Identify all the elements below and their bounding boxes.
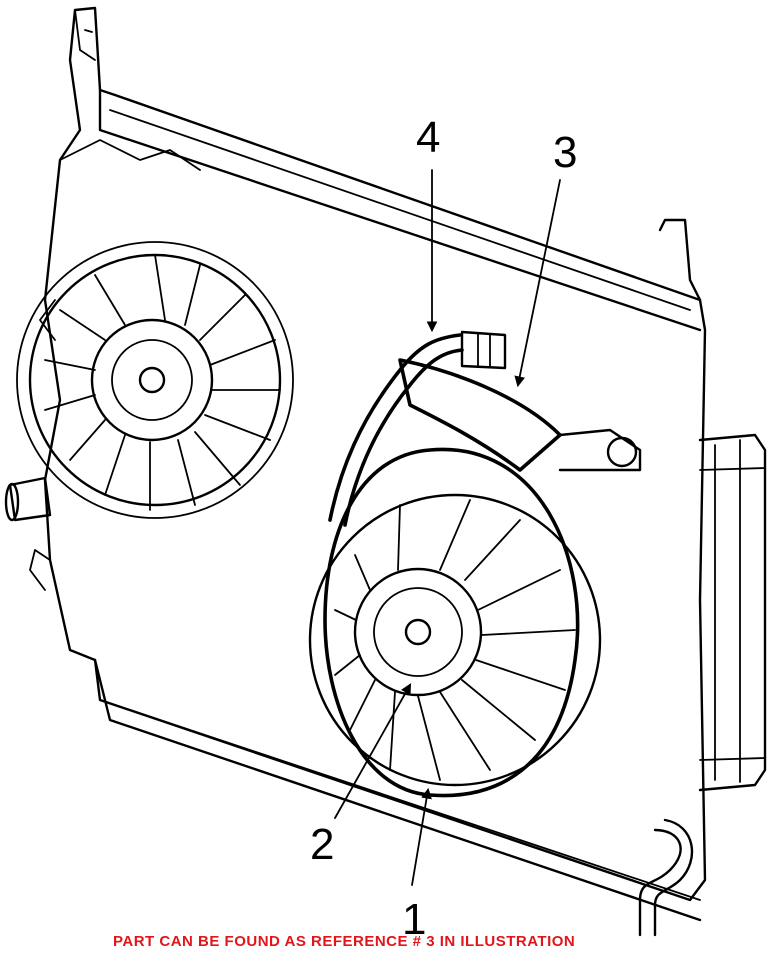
right-fan	[308, 447, 602, 798]
callout-ref-4: 4	[416, 113, 441, 162]
callout-ref-3: 3	[553, 128, 578, 177]
inlet-pipe	[4, 476, 52, 522]
left-fan	[16, 241, 294, 519]
drain-hose	[638, 818, 694, 937]
radiator-frame	[29, 6, 707, 922]
part-reference-note: PART CAN BE FOUND AS REFERENCE # 3 IN IL…	[113, 933, 576, 950]
leader-lines	[334, 169, 561, 886]
side-tank	[698, 433, 767, 792]
fan-motor-housing	[398, 358, 642, 472]
callout-ref-2: 2	[310, 820, 335, 869]
callout-ref-1: 1	[402, 895, 427, 944]
wiring-harness	[328, 330, 507, 527]
